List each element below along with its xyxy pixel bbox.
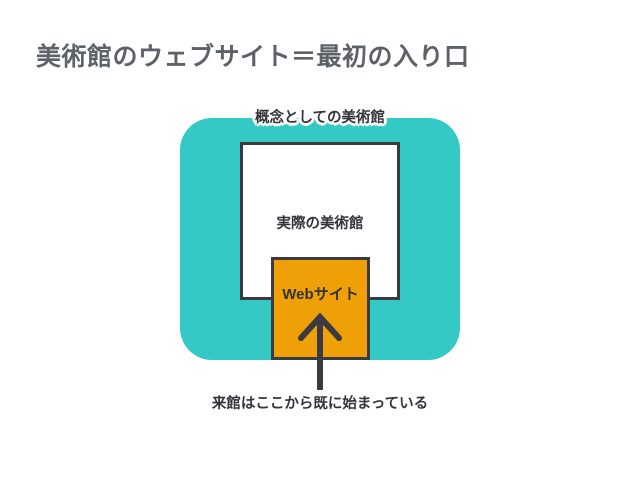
website-label: Webサイト (282, 286, 359, 303)
page-title: 美術館のウェブサイト＝最初の入り口 (36, 43, 470, 71)
concept-museum-label: 概念としての美術館 (254, 110, 386, 126)
diagram-caption: 来館はここから既に始まっている (211, 396, 429, 412)
website-box (271, 257, 370, 360)
actual-museum-label: 実際の美術館 (276, 216, 364, 232)
